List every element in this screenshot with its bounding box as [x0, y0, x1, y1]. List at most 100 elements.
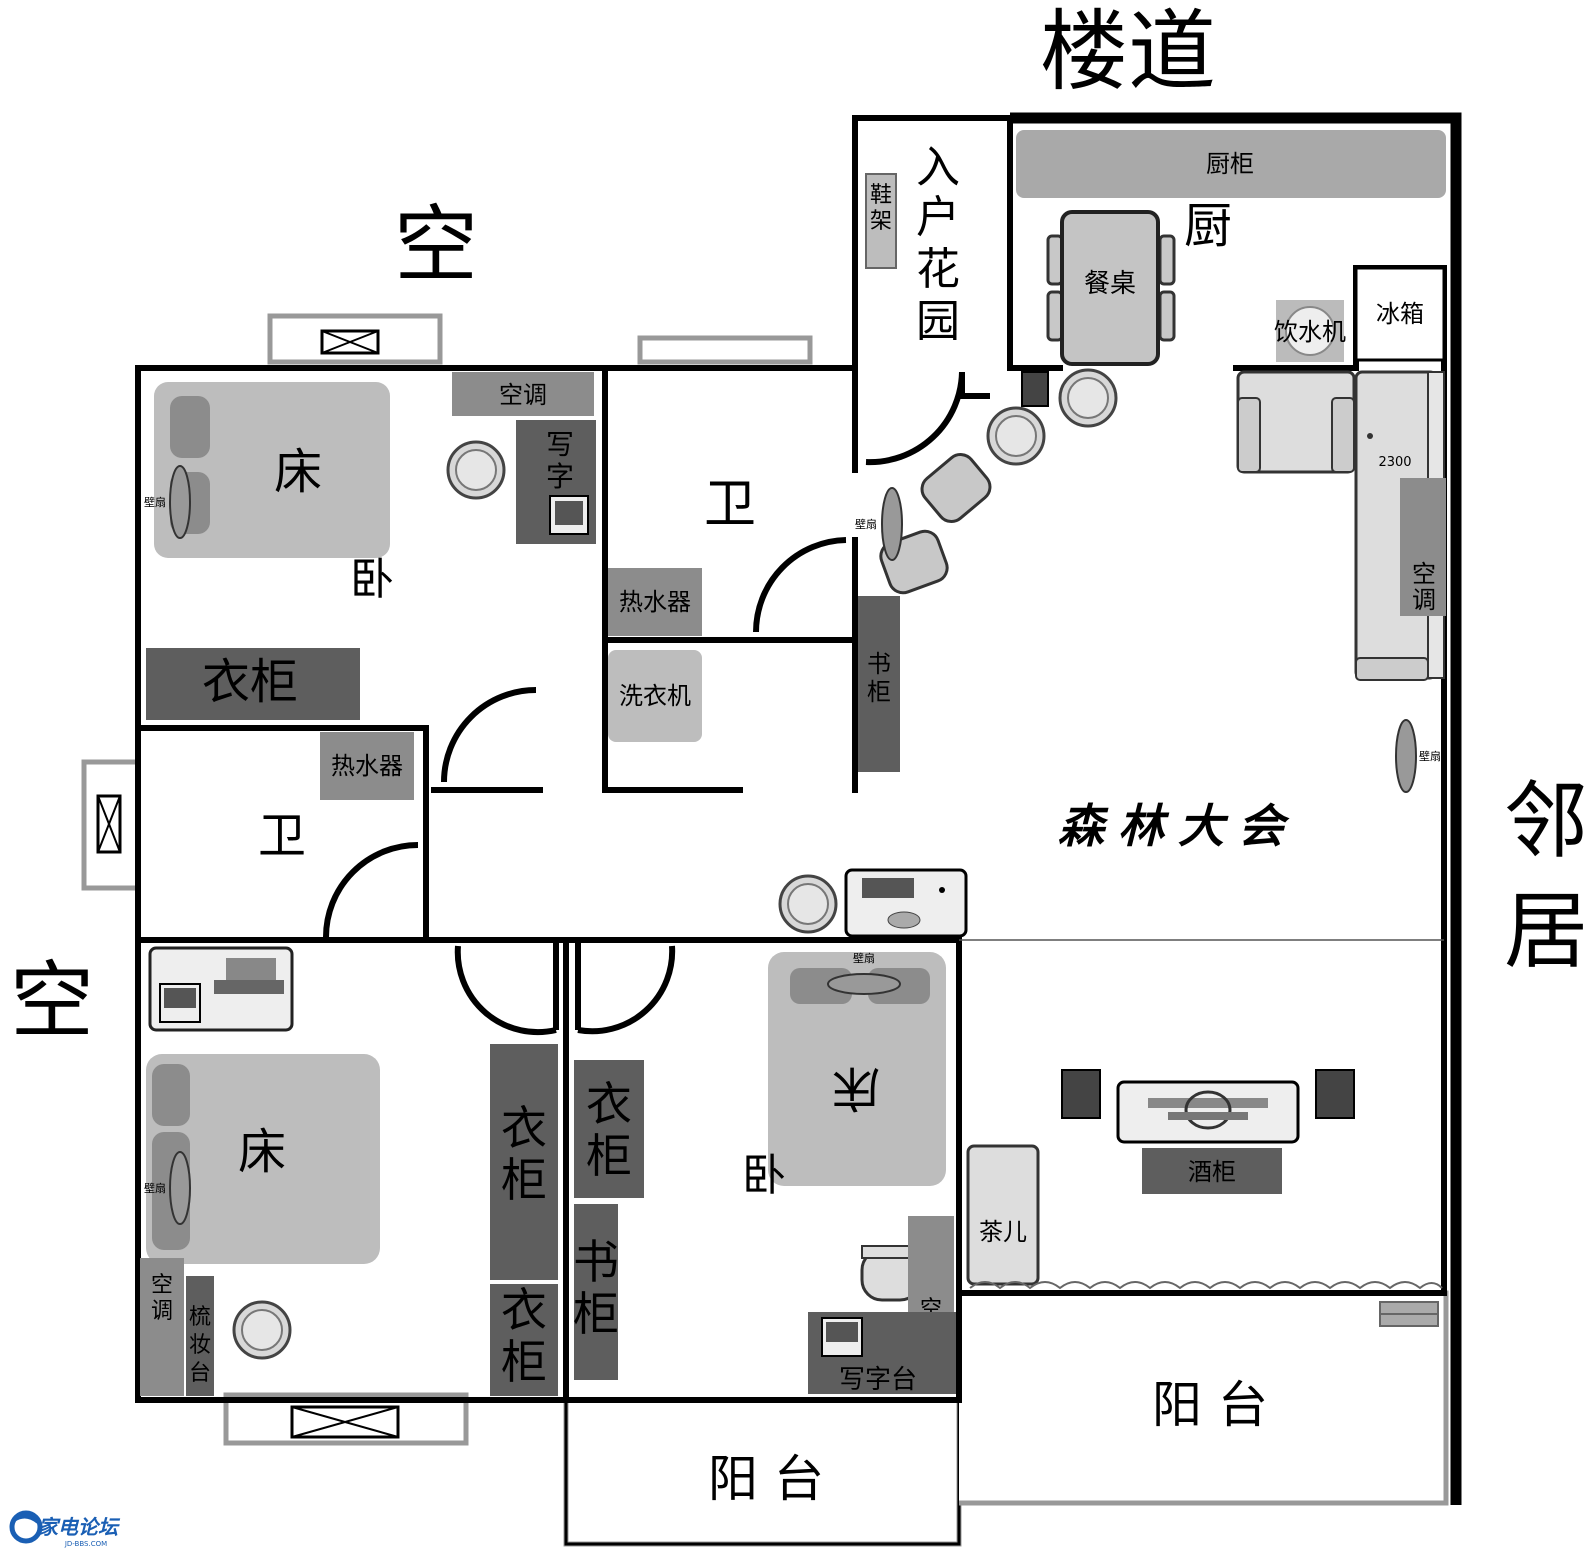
- svg-text:衣柜: 衣柜: [202, 654, 298, 710]
- svg-text:调: 调: [151, 1299, 173, 1324]
- svg-text:写: 写: [546, 428, 574, 461]
- fridge: [1354, 266, 1446, 362]
- svg-text:柜: 柜: [573, 1287, 619, 1341]
- svg-text:洗衣机: 洗衣机: [619, 682, 691, 710]
- balcony-1-label: 阳 台: [708, 1450, 824, 1508]
- svg-text:酒柜: 酒柜: [1188, 1158, 1236, 1186]
- windows: [81, 313, 813, 1446]
- kitchen-label: 厨: [1184, 198, 1232, 254]
- wardrobe-2a: [490, 1044, 558, 1280]
- svg-text:壁扇: 壁扇: [144, 495, 166, 509]
- water-heater-2: [320, 732, 414, 800]
- svg-text:壁扇: 壁扇: [853, 951, 875, 965]
- svg-text:壁扇: 壁扇: [144, 1181, 166, 1195]
- wine-cabinet: [1142, 1148, 1282, 1194]
- wardrobe-2b: [490, 1284, 558, 1396]
- ac-2: [140, 1258, 184, 1396]
- svg-text:厨柜: 厨柜: [1206, 150, 1254, 178]
- entry-garden-label-2: 户: [916, 192, 960, 243]
- neighbor-label-1: 邻: [1504, 772, 1588, 870]
- dining-table: [1060, 210, 1160, 366]
- bathroom-1: 卫 热水器 洗衣机: [608, 475, 756, 742]
- svg-text:柜: 柜: [586, 1129, 632, 1183]
- corridor-label: 楼道: [1040, 0, 1216, 103]
- balcony-2-label: 阳 台: [1152, 1376, 1268, 1434]
- svg-text:鞋: 鞋: [870, 183, 892, 208]
- wall-fan-icon: [827, 973, 901, 995]
- water-heater-1: [608, 568, 702, 636]
- vanity: [186, 1276, 214, 1396]
- bedroom-3-label: 卧: [742, 1150, 786, 1201]
- svg-text:衣: 衣: [501, 1283, 547, 1337]
- wall-fan-icon: [169, 1151, 191, 1225]
- svg-text:柜: 柜: [501, 1335, 547, 1389]
- svg-text:妆: 妆: [189, 1333, 211, 1358]
- logo-url: JD-BBS.COM: [64, 1540, 107, 1548]
- kitchen: 厨柜 餐桌 厨 冰箱 饮水机 壁扇: [855, 130, 1446, 595]
- wardrobe-3: [574, 1060, 644, 1198]
- bathroom-2-label: 卫: [258, 808, 306, 864]
- logo: 家电论坛 JD-BBS.COM: [9, 1510, 121, 1548]
- svg-text:调: 调: [1412, 586, 1436, 614]
- window-top-bath: [637, 335, 813, 365]
- svg-text:衣: 衣: [501, 1101, 547, 1155]
- svg-text:饮水机: 饮水机: [1274, 318, 1346, 346]
- bedroom-3: 衣 柜 书 柜 壁扇 床 卧 空 调 写字台: [573, 951, 956, 1395]
- doors: [323, 371, 990, 1036]
- kitchen-cabinet: [1016, 130, 1446, 198]
- svg-text:字: 字: [546, 460, 574, 493]
- living-lower: 酒柜 茶儿: [966, 1069, 1443, 1290]
- svg-text:壁扇: 壁扇: [1419, 749, 1441, 763]
- bed-1: [154, 382, 390, 558]
- svg-text:衣: 衣: [586, 1077, 632, 1131]
- svg-text:空: 空: [151, 1273, 173, 1298]
- svg-text:热水器: 热水器: [331, 752, 403, 780]
- neighbor-label-2: 居: [1504, 882, 1588, 980]
- bedroom-2: 床 壁扇 空 调 梳 妆 台 衣 柜 衣 柜: [140, 946, 558, 1396]
- void-top-label: 空: [394, 196, 478, 294]
- svg-text:壁扇: 壁扇: [855, 517, 877, 531]
- shoe-rack: [865, 173, 897, 269]
- svg-text:写字台: 写字台: [839, 1365, 917, 1395]
- svg-text:空: 空: [1412, 560, 1436, 588]
- bedroom-1-label: 卧: [350, 554, 394, 605]
- svg-text:柜: 柜: [501, 1153, 547, 1207]
- svg-text:书: 书: [573, 1235, 619, 1289]
- entry-garden: 鞋 架 入 户 花 园: [865, 142, 960, 347]
- tea-table: [966, 1144, 1040, 1286]
- svg-text:冰箱: 冰箱: [1376, 300, 1424, 328]
- svg-text:茶儿: 茶儿: [979, 1218, 1027, 1246]
- wardrobe-1: [146, 648, 360, 720]
- bed-3-label: 床: [832, 1060, 880, 1116]
- entry-garden-label-1: 入: [916, 142, 960, 193]
- svg-text:架: 架: [870, 209, 892, 234]
- living-sofa: 2300 空 调 壁扇: [1236, 370, 1446, 793]
- svg-text:2300: 2300: [1378, 455, 1411, 470]
- bed-2: [146, 1054, 380, 1264]
- chair-1: [920, 453, 992, 523]
- wall-fan-icon: [1395, 719, 1417, 793]
- curtain: [969, 1281, 1443, 1290]
- svg-text:台: 台: [189, 1361, 211, 1386]
- bed-3: [768, 952, 946, 1186]
- svg-text:柜: 柜: [867, 678, 891, 706]
- wall-fan-icon: [169, 465, 191, 539]
- logo-name: 家电论坛: [38, 1515, 121, 1539]
- wall-fan-icon: [881, 487, 903, 561]
- bed-1-label: 床: [274, 444, 322, 500]
- entry-garden-label-3: 花: [916, 244, 960, 295]
- tv-unit: [778, 868, 968, 938]
- bathroom-2: 热水器 卫: [258, 732, 414, 864]
- bedroom-1: 床 壁扇 空调 写 字 卧 衣柜: [144, 372, 596, 720]
- svg-text:热水器: 热水器: [619, 588, 691, 616]
- void-left-label: 空: [10, 952, 94, 1050]
- bathroom-1-label: 卫: [704, 475, 756, 535]
- svg-text:书: 书: [867, 650, 891, 678]
- svg-text:空调: 空调: [499, 381, 547, 409]
- svg-text:梳: 梳: [189, 1305, 211, 1330]
- ac-living: [1400, 478, 1446, 616]
- bookcase-2: [574, 1204, 618, 1380]
- bed-2-label: 床: [238, 1124, 286, 1180]
- living-room-label: 森林大会: [1058, 799, 1298, 853]
